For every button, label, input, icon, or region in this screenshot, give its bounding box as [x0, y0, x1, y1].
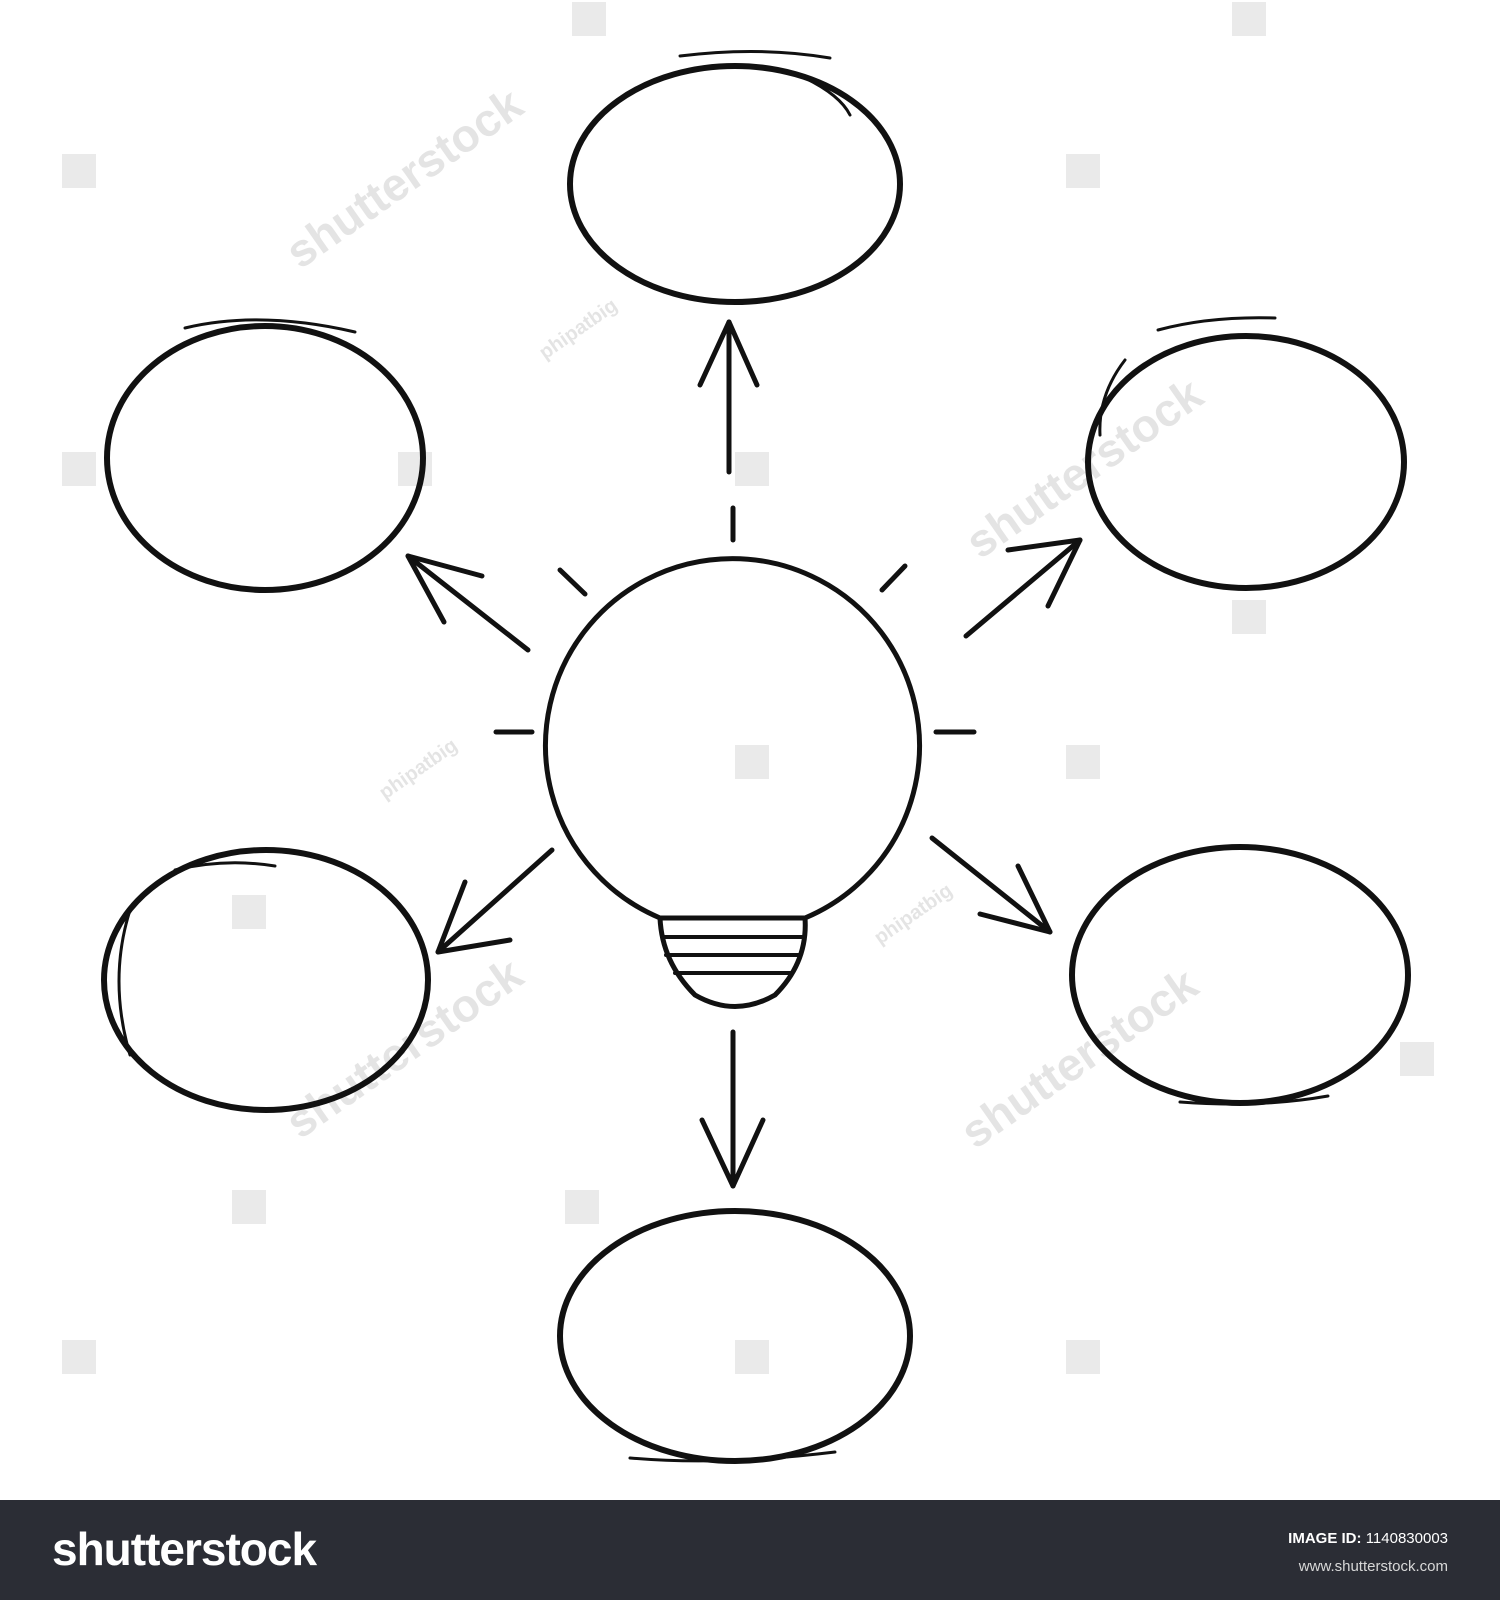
- watermark-contributor-text: phipatbig: [870, 879, 956, 949]
- watermark-contributor-text: phipatbig: [375, 734, 461, 804]
- stock-footer-bar: shutterstock IMAGE ID: 1140830003 www.sh…: [0, 1500, 1500, 1600]
- watermark-square-icon: [1066, 154, 1100, 188]
- watermark-square-icon: [62, 154, 96, 188]
- watermark-square-icon: [735, 452, 769, 486]
- watermark-square-icon: [62, 1340, 96, 1374]
- node-upper-left: [104, 318, 426, 593]
- arrow-lower-left-icon: [435, 847, 555, 955]
- node-bottom: [557, 1208, 913, 1464]
- watermark-brand-text: shutterstock: [276, 77, 532, 278]
- arrow-upper-left-icon: [405, 553, 531, 653]
- watermark-layer: shutterstock shutterstock shutterstock s…: [62, 2, 1434, 1374]
- node-top: [567, 49, 903, 305]
- watermark-square-icon: [1066, 1340, 1100, 1374]
- lightbulb-icon: [493, 505, 977, 1009]
- watermark-square-icon: [565, 1190, 599, 1224]
- watermark-square-icon: [1232, 2, 1266, 36]
- arrow-lower-right-icon: [929, 835, 1053, 935]
- light-ray: [557, 567, 588, 597]
- node-upper-right: [1085, 316, 1407, 591]
- image-id-label: IMAGE ID:: [1288, 1530, 1362, 1547]
- watermark-square-icon: [572, 2, 606, 36]
- light-ray: [879, 563, 908, 593]
- node-lower-right: [1069, 844, 1411, 1106]
- watermark-brand-text: shutterstock: [956, 367, 1212, 568]
- watermark-square-icon: [398, 452, 432, 486]
- watermark-brand-text: shutterstock: [951, 957, 1207, 1158]
- brand-logo: shutterstock: [52, 1523, 317, 1575]
- watermark-contributor-text: phipatbig: [535, 294, 621, 364]
- image-id-value: 1140830003: [1365, 1530, 1448, 1547]
- arrow-upper-right-icon: [963, 537, 1083, 639]
- watermark-square-icon: [232, 1190, 266, 1224]
- node-lower-left: [101, 847, 431, 1113]
- watermark-square-icon: [1066, 745, 1100, 779]
- watermark-square-icon: [1400, 1042, 1434, 1076]
- arrow-down-icon: [699, 1029, 766, 1189]
- image-id: IMAGE ID: 1140830003: [1288, 1530, 1448, 1547]
- watermark-square-icon: [62, 452, 96, 486]
- watermark-square-icon: [735, 745, 769, 779]
- diagram-svg: shutterstock shutterstock shutterstock s…: [62, 2, 1434, 1464]
- watermark-square-icon: [232, 895, 266, 929]
- mind-map-diagram: shutterstock shutterstock shutterstock s…: [62, 2, 1434, 1464]
- site-url: www.shutterstock.com: [1298, 1558, 1448, 1575]
- watermark-square-icon: [735, 1340, 769, 1374]
- arrow-up-icon: [697, 319, 760, 475]
- watermark-square-icon: [1232, 600, 1266, 634]
